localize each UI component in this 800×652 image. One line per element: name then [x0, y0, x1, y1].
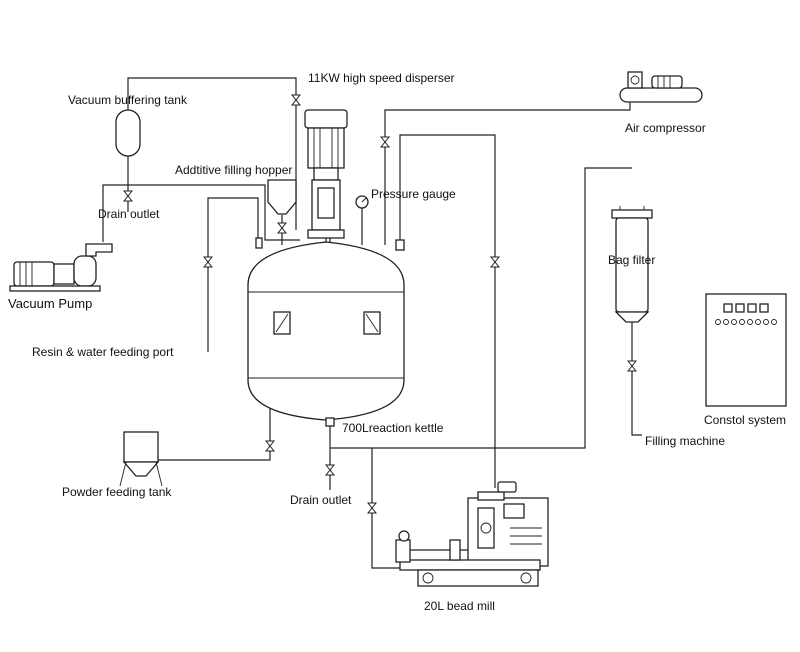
- vacuum-buffering-tank: [115, 109, 141, 157]
- valve-icon: [490, 256, 500, 268]
- valve-icon: [627, 360, 637, 372]
- label-drain-outlet-bottom: Drain outlet: [290, 493, 352, 507]
- valve-icon: [325, 464, 335, 476]
- label-powder-tank: Powder feeding tank: [62, 485, 172, 499]
- label-pressure-gauge: Pressure gauge: [371, 187, 456, 201]
- valve-icon: [265, 440, 275, 452]
- label-reaction-kettle: 700Lreaction kettle: [342, 421, 444, 435]
- label-additive-hopper: Addtitive filling hopper: [175, 163, 292, 177]
- label-vacuum-pump: Vacuum Pump: [8, 296, 92, 311]
- label-resin-port: Resin & water feeding port: [32, 345, 174, 359]
- valve-icon: [380, 136, 390, 148]
- label-bead-mill: 20L bead mill: [424, 599, 495, 613]
- additive-filling-hopper: [267, 179, 297, 215]
- control-system: [705, 293, 787, 407]
- valve-icon: [203, 256, 213, 268]
- label-bag-filter: Bag filter: [608, 253, 655, 267]
- reaction-kettle: [247, 237, 405, 427]
- air-compressor: [619, 71, 703, 103]
- valve-icon: [123, 190, 133, 202]
- vacuum-pump: [9, 243, 113, 292]
- label-filling-machine: Filling machine: [645, 434, 725, 448]
- valve-icon: [277, 222, 287, 234]
- labels: 11KW high speed disperser Vacuum bufferi…: [8, 71, 786, 613]
- pressure-gauge-icon: [355, 195, 369, 209]
- label-disperser: 11KW high speed disperser: [308, 71, 455, 85]
- label-drain-outlet-top: Drain outlet: [98, 207, 160, 221]
- label-air-compressor: Air compressor: [625, 121, 706, 135]
- label-vacuum-tank: Vacuum buffering tank: [68, 93, 188, 107]
- bead-mill: [395, 481, 549, 587]
- valve-icon: [367, 502, 377, 514]
- valve-icon: [291, 94, 301, 106]
- powder-feeding-tank: [119, 431, 163, 487]
- bag-filter: [611, 206, 653, 323]
- label-control-system: Constol system: [704, 413, 786, 427]
